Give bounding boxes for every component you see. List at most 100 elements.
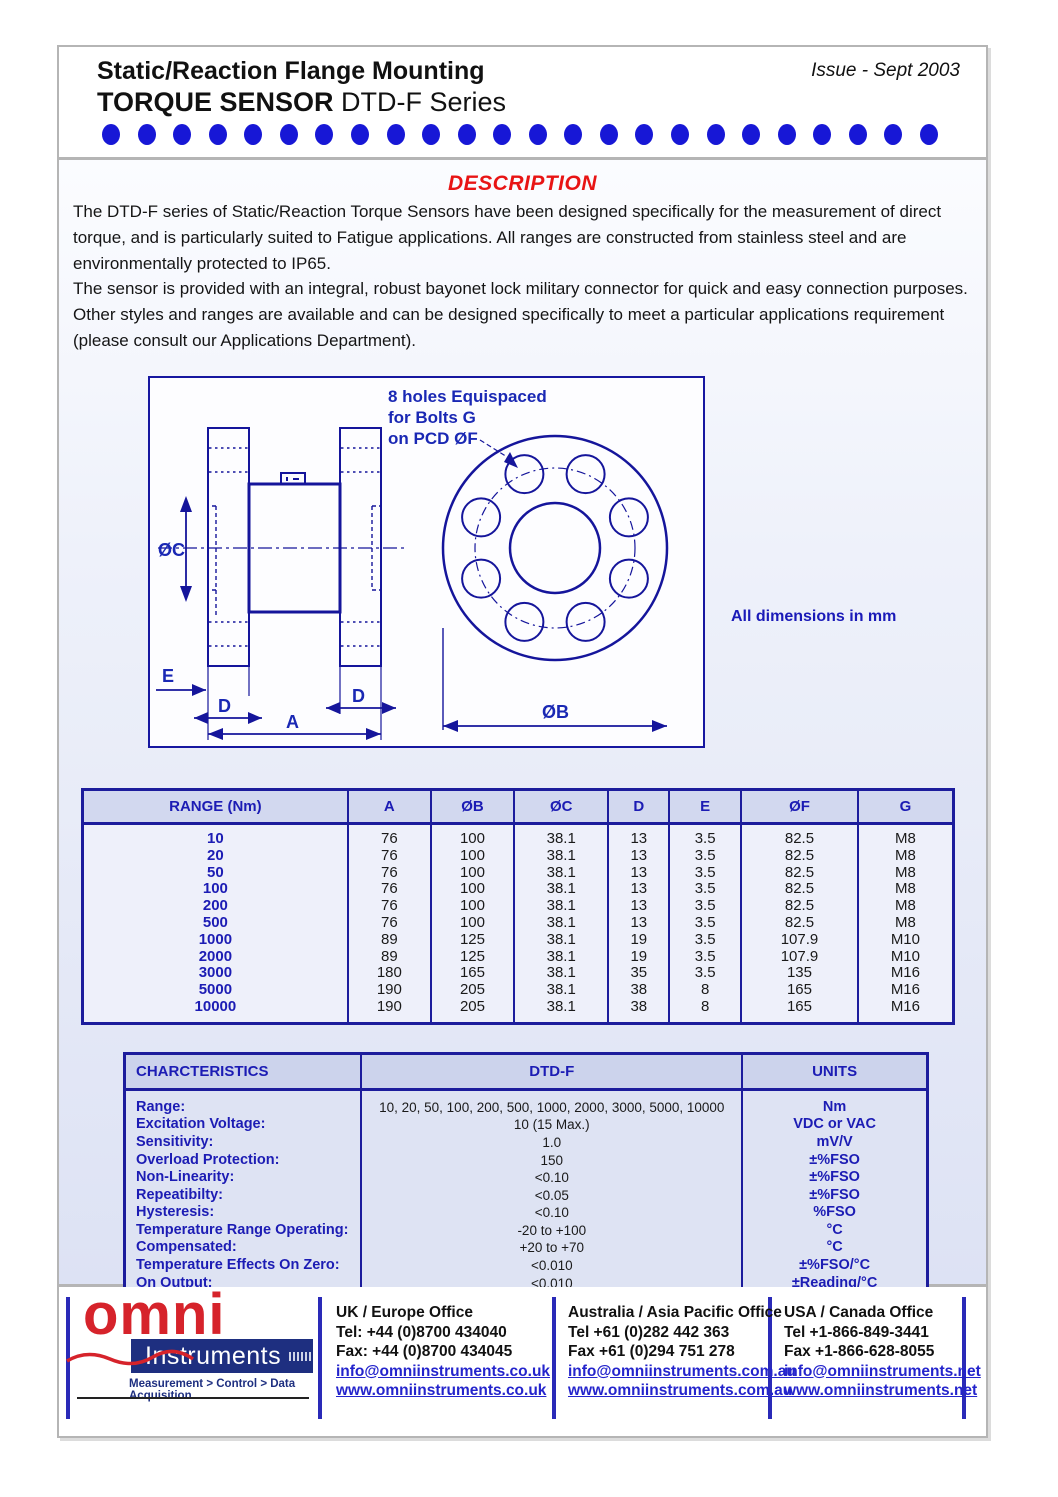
dim-value-cell: 38.1	[513, 931, 610, 949]
footer: omni Instruments Measurement > Control >…	[59, 1282, 986, 1434]
characteristic-value: 150	[540, 1152, 564, 1168]
characteristic-unit: ±%FSO	[809, 1151, 860, 1168]
dimensions-unit-note: All dimensions in mm	[731, 607, 897, 625]
office-web-link[interactable]: www.omniinstruments.com.au	[568, 1382, 793, 1399]
characteristic-unit: Nm	[822, 1098, 847, 1115]
dim-value-cell: 38.1	[513, 948, 610, 966]
characteristic-label: On Output:	[136, 1274, 213, 1291]
logo-instruments-text: Instruments	[145, 1341, 282, 1370]
office-tel: Tel +61 (0)282 442 363	[568, 1323, 730, 1341]
dim-value-cell: 190	[346, 981, 432, 999]
dim-value-cell: 13	[607, 847, 671, 865]
office-tel: Tel +1-866-849-3441	[784, 1323, 929, 1341]
logo-fineprint	[289, 1351, 313, 1361]
dim-value-cell: M16	[856, 965, 955, 983]
characteristics-header-row: CHARCTERISTICS DTD-F UNITS	[126, 1054, 926, 1091]
office-web-link[interactable]: www.omniinstruments.co.uk	[336, 1382, 547, 1399]
characteristic-value: <0.10	[534, 1205, 569, 1221]
footer-divider	[552, 1297, 556, 1419]
flange-drawing-svg: ØC E D D A ØB 8 holes Equispaced for Bol…	[156, 387, 669, 740]
office-email-link[interactable]: info@omniinstruments.co.uk	[336, 1362, 551, 1380]
dot-icon	[137, 123, 156, 145]
omni-instruments-logo: omni Instruments Measurement > Control >…	[66, 1282, 315, 1402]
dot-icon	[244, 123, 263, 145]
office-fax: Fax +1-866-628-8055	[784, 1343, 935, 1360]
office-web-link[interactable]: www.omniinstruments.net	[784, 1382, 978, 1399]
characteristic-label: Compensated:	[136, 1239, 237, 1256]
characteristic-label: Temperature Range Operating:	[136, 1221, 349, 1238]
description-paragraph: The DTD-F series of Static/Reaction Torq…	[73, 202, 942, 273]
dot-icon	[315, 123, 334, 145]
dot-icon	[350, 123, 369, 145]
dot-icon	[635, 123, 654, 145]
dim-value-cell: 100	[429, 864, 516, 882]
dim-value-cell: 3.5	[668, 823, 743, 848]
dim-value-cell: 76	[346, 864, 432, 882]
description-heading: DESCRIPTION	[447, 172, 597, 195]
office-fax: Fax: +44 (0)8700 434045	[336, 1343, 513, 1360]
flange-outer-circle	[441, 434, 669, 662]
range-cell: 5000	[81, 981, 349, 999]
dot-icon	[457, 123, 476, 145]
dim-value-cell: 38	[607, 998, 671, 1024]
dim-value-cell: 38.1	[513, 881, 610, 899]
footer-divider	[962, 1297, 966, 1419]
dim-value-cell: 82.5	[740, 864, 859, 882]
dim-column-header: ØB	[429, 789, 516, 825]
dim-value-cell: 89	[346, 948, 432, 966]
office-email-link[interactable]: info@omniinstruments.net	[784, 1362, 981, 1380]
dim-column-header: D	[607, 789, 671, 825]
dim-value-cell: 100	[429, 897, 516, 915]
dim-label-a: A	[286, 712, 299, 732]
characteristic-label: Temperature Effects On Zero:	[136, 1257, 340, 1274]
dim-value-cell: 205	[429, 981, 516, 999]
dim-value-cell: 13	[607, 823, 671, 848]
title-product: TORQUE SENSOR	[97, 87, 334, 117]
dim-value-cell: 82.5	[740, 914, 859, 932]
dot-icon	[528, 123, 547, 145]
characteristic-value: <0.010	[530, 1275, 573, 1291]
page-title-line2: TORQUE SENSOR DTD-F Series	[97, 87, 506, 118]
dim-value-cell: 82.5	[740, 847, 859, 865]
range-cell: 2000	[81, 948, 349, 966]
dots-row	[102, 123, 938, 145]
dim-value-cell: M16	[856, 981, 955, 999]
flange-bore-circle	[508, 501, 602, 595]
content-area: DESCRIPTION The DTD-F series of Static/R…	[59, 160, 986, 1359]
dim-value-cell: 190	[346, 998, 432, 1024]
dim-value-cell: 76	[346, 823, 432, 848]
dim-value-cell: 13	[607, 897, 671, 915]
right-flange	[339, 426, 382, 667]
dot-icon	[493, 123, 512, 145]
dim-value-cell: 3.5	[668, 881, 743, 899]
dot-icon	[884, 123, 903, 145]
characteristic-value: <0.10	[534, 1170, 569, 1186]
drawing-area: ØC E D D A ØB 8 holes Equispaced for Bol…	[59, 375, 986, 766]
dim-value-cell: 100	[429, 881, 516, 899]
office-email-link[interactable]: info@omniinstruments.com.au	[568, 1362, 796, 1380]
characteristic-label: Repeatibilty:	[136, 1186, 224, 1203]
dim-value-cell: 38.1	[513, 981, 610, 999]
dim-value-cell: 165	[740, 998, 859, 1024]
dim-value-cell: 8	[668, 981, 743, 999]
characteristic-label: Non-Linearity:	[136, 1169, 235, 1186]
dim-value-cell: 19	[607, 931, 671, 949]
dim-column-header: ØF	[740, 789, 859, 825]
logo-banner: Instruments	[131, 1339, 313, 1373]
dim-column-header: RANGE (Nm)	[81, 789, 349, 825]
range-cell: 50	[81, 864, 349, 882]
dim-value-cell: M8	[856, 881, 955, 899]
logo-wave-icon	[66, 1349, 195, 1366]
dot-icon	[742, 123, 761, 145]
dim-value-cell: 165	[740, 981, 859, 999]
dim-label-ob: ØB	[542, 702, 569, 722]
dim-value-cell: M16	[856, 998, 955, 1024]
dim-value-cell: 100	[429, 823, 516, 848]
dot-icon	[706, 123, 725, 145]
